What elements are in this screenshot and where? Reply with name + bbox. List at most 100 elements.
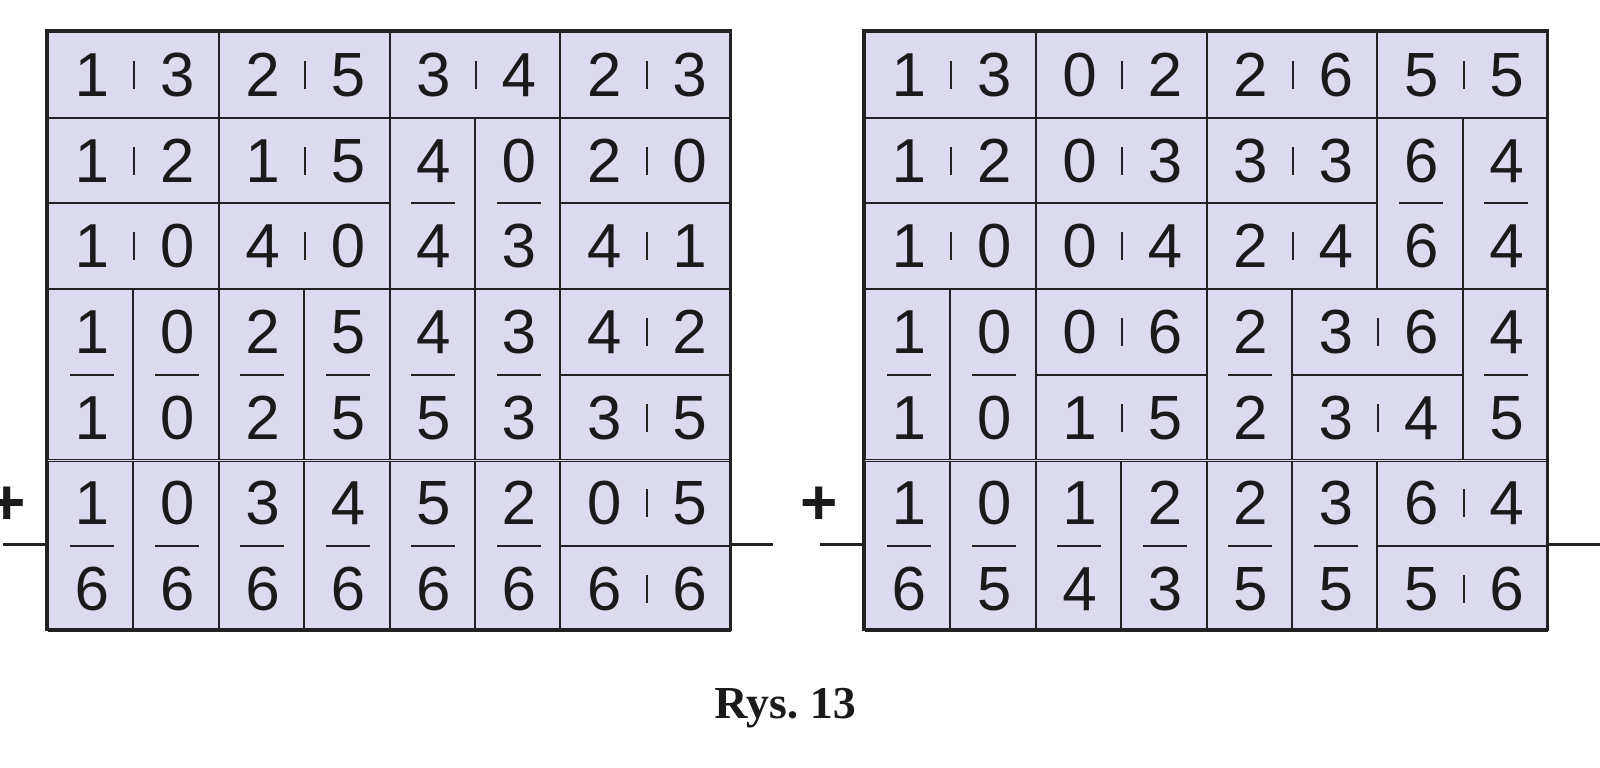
domino-value: 1	[245, 126, 280, 196]
domino-divider	[411, 373, 456, 376]
domino-value: 3	[1318, 383, 1353, 453]
domino-divider	[155, 373, 200, 376]
domino-value: 1	[74, 212, 109, 282]
domino-value: 2	[1147, 40, 1183, 110]
domino-divider	[1377, 403, 1380, 432]
domino-divider	[304, 146, 307, 175]
domino-value: 6	[1403, 469, 1439, 539]
domino-value: 5	[330, 297, 366, 367]
domino-value: 1	[891, 383, 926, 453]
plus-sign-left: +	[0, 466, 26, 538]
domino-value: 2	[245, 40, 280, 110]
domino-value: 0	[1062, 297, 1097, 367]
domino-value: 0	[159, 212, 195, 282]
domino-value: 6	[245, 555, 280, 625]
domino-divider	[1291, 232, 1294, 261]
domino-divider	[972, 373, 1017, 376]
domino-value: 0	[1062, 126, 1097, 196]
domino-value: 2	[586, 40, 622, 110]
domino-value: 0	[1062, 40, 1097, 110]
domino-value: 5	[672, 469, 707, 539]
domino-divider	[474, 60, 477, 89]
domino-value: 0	[501, 126, 536, 196]
domino-value: 4	[1147, 212, 1183, 282]
domino-value: 6	[891, 555, 926, 625]
domino-divider	[645, 489, 648, 518]
domino-divider	[69, 373, 114, 376]
domino-value: 2	[501, 469, 536, 539]
domino-divider	[645, 575, 648, 604]
domino-value: 0	[586, 469, 622, 539]
domino-value: 4	[1318, 212, 1353, 282]
domino-value: 4	[1489, 212, 1524, 282]
domino-divider	[645, 317, 648, 346]
domino-divider	[496, 373, 541, 376]
domino-value: 3	[1147, 555, 1183, 625]
domino-divider	[1142, 545, 1187, 548]
domino-value: 2	[672, 297, 707, 367]
domino-divider	[69, 545, 114, 548]
domino-value: 0	[159, 469, 195, 539]
domino-value: 3	[1318, 469, 1353, 539]
domino-value: 1	[74, 126, 109, 196]
domino-divider	[645, 232, 648, 261]
domino-value: 0	[330, 212, 366, 282]
figure-caption: Rys. 13	[714, 677, 856, 728]
domino-value: 5	[330, 383, 366, 453]
domino-value: 1	[1062, 383, 1097, 453]
domino-value: 4	[245, 212, 280, 282]
domino-divider	[1291, 146, 1294, 175]
domino-divider	[972, 545, 1017, 548]
domino-value: 0	[1062, 212, 1097, 282]
domino-divider	[155, 545, 200, 548]
domino-value: 2	[976, 126, 1012, 196]
domino-value: 3	[1318, 126, 1353, 196]
domino-value: 2	[1233, 469, 1268, 539]
domino-value: 2	[1233, 212, 1268, 282]
domino-value: 5	[1233, 555, 1268, 625]
domino-divider	[1121, 232, 1124, 261]
domino-value: 3	[1147, 126, 1183, 196]
domino-divider	[950, 60, 953, 89]
domino-divider	[1228, 373, 1273, 376]
domino-divider	[1121, 146, 1124, 175]
domino-value: 3	[1233, 126, 1268, 196]
domino-value: 5	[1489, 383, 1524, 453]
domino-divider	[133, 60, 136, 89]
domino-value: 5	[1318, 555, 1353, 625]
domino-value: 4	[416, 297, 451, 367]
domino-value: 6	[1403, 297, 1439, 367]
domino-divider	[1121, 403, 1124, 432]
domino-value: 1	[891, 212, 926, 282]
domino-value: 3	[586, 383, 622, 453]
domino-value: 5	[1403, 555, 1439, 625]
domino-divider	[886, 545, 931, 548]
domino-value: 6	[330, 555, 366, 625]
domino-value: 1	[74, 40, 109, 110]
domino-divider	[496, 202, 541, 205]
plus-sign-right: +	[800, 466, 838, 538]
domino-divider	[1228, 545, 1273, 548]
domino-value: 2	[245, 297, 280, 367]
